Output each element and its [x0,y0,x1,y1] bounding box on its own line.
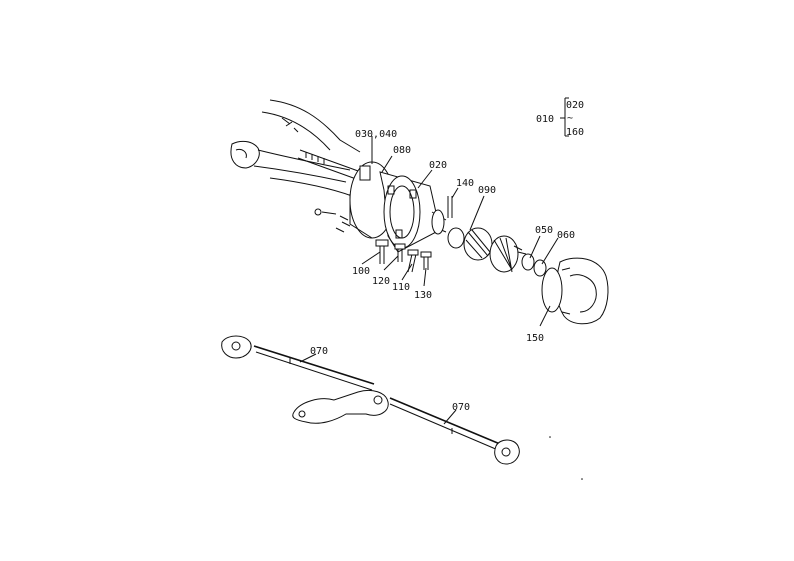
bolts [375,196,453,273]
callout-080: 080 [393,145,411,156]
leader-lines [299,136,559,425]
steering-knuckle [541,257,609,325]
tie-rod-assembly [221,335,520,465]
callout-030-040: 030,040 [355,129,397,140]
legend-from-label: 020 [566,100,584,111]
callout-110: 110 [392,282,410,293]
callout-070-upper: 070 [310,346,328,357]
callout-150: 150 [526,333,544,344]
legend-tilde: ~ [567,113,573,124]
hub-housing [314,161,447,253]
callout-labels: 030,040 080 020 140 090 050 060 100 120 … [310,129,575,413]
callout-090: 090 [478,185,496,196]
callout-120: 120 [372,276,390,287]
legend-to-label: 160 [566,127,584,138]
callout-140: 140 [456,178,474,189]
callout-020: 020 [429,160,447,171]
legend-group: 010 020 ~ 160 [536,97,584,138]
legend-bracket [560,97,569,137]
callout-070-lower: 070 [452,402,470,413]
bearing-assembly [447,227,547,277]
callout-050: 050 [535,225,553,236]
scan-specks [549,436,583,480]
callout-060: 060 [557,230,575,241]
legend-root-label: 010 [536,114,554,125]
callout-130: 130 [414,290,432,301]
axle-housing [230,99,361,197]
callout-100: 100 [352,266,370,277]
